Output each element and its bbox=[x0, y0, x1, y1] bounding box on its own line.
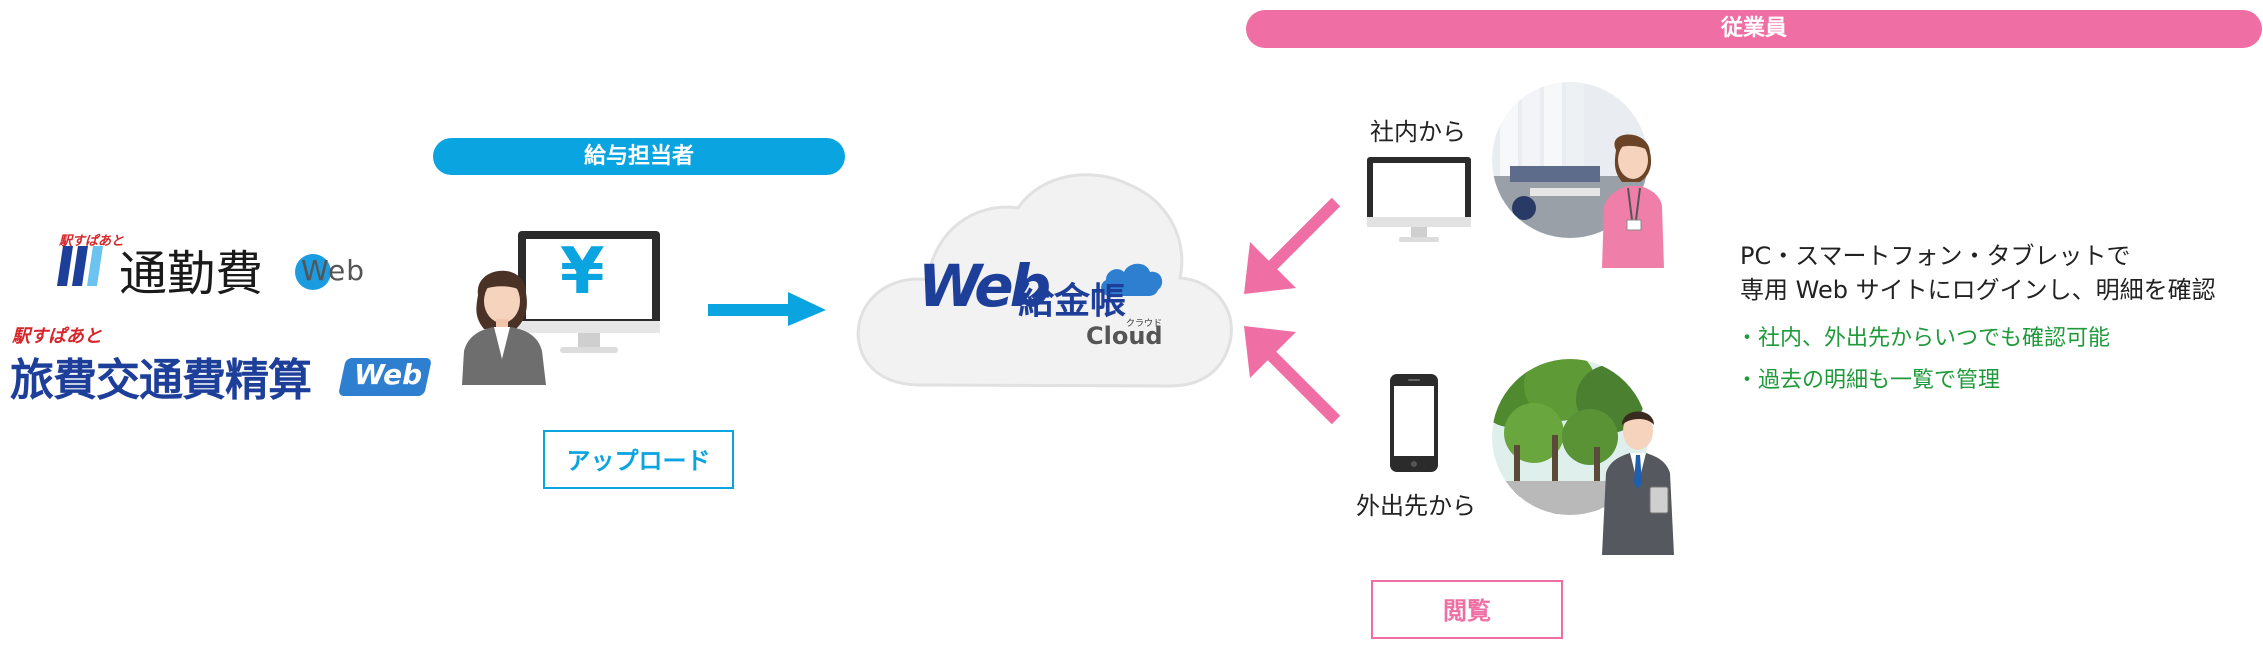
logo-ryohi-web: 駅すぱあと 旅費交通費精算 Web bbox=[10, 322, 433, 406]
logo-name-text: 給金帳 bbox=[1018, 281, 1127, 322]
benefit-item: ・過去の明細も一覧で管理 bbox=[1736, 368, 2001, 393]
ryohi-brand-small: 駅すぱあと bbox=[12, 326, 102, 347]
logo-ruby-text: クラウド bbox=[1126, 319, 1163, 329]
monitor-icon bbox=[518, 231, 660, 353]
pink-arrow-from-outside-icon bbox=[1244, 326, 1341, 425]
outside-worker-photo bbox=[1492, 359, 1674, 555]
employee-header-label: 従業員 bbox=[1720, 16, 1787, 41]
logo-cloud-mark-icon bbox=[1101, 263, 1163, 296]
ryohi-title: 旅費交通費精算 bbox=[10, 355, 312, 406]
upload-arrow-icon bbox=[708, 292, 826, 326]
smartphone-icon bbox=[1390, 374, 1438, 472]
description-line-1: PC・スマートフォン・タブレットで bbox=[1740, 242, 2131, 270]
description-line-2: 専用 Web サイトにログインし、明細を確認 bbox=[1740, 276, 2216, 304]
view-label: 閲覧 bbox=[1371, 580, 1563, 639]
office-worker-photo bbox=[1492, 82, 1664, 268]
payroll-staff-illustration: ¥ bbox=[460, 225, 670, 385]
view-label-text: 閲覧 bbox=[1443, 597, 1491, 625]
cloud-icon bbox=[856, 173, 1233, 388]
tsukin-stripes-icon bbox=[57, 246, 103, 286]
yen-symbol: ¥ bbox=[560, 235, 605, 309]
benefit-item: ・社内、外出先からいつでも確認可能 bbox=[1736, 326, 2111, 351]
ryohi-web-badge-text: Web bbox=[354, 358, 423, 391]
pink-arrow-from-office-icon bbox=[1244, 197, 1341, 294]
payroll-woman-icon bbox=[462, 270, 546, 385]
logo-tsukinhi-web: 駅すぱあと 通勤費 Web bbox=[55, 232, 375, 302]
logo-cloud-text: Cloud bbox=[1086, 322, 1163, 350]
kyukincho-cloud-logo: Web 給金帳 クラウド Cloud bbox=[918, 250, 1188, 350]
from-office-label: 社内から bbox=[1370, 118, 1466, 146]
payroll-staff-header: 給与担当者 bbox=[433, 138, 845, 175]
desktop-pc-icon bbox=[1367, 157, 1471, 242]
logo-web-text: Web bbox=[918, 252, 1051, 320]
from-outside-label: 外出先から bbox=[1356, 492, 1476, 520]
employee-header: 従業員 bbox=[1246, 10, 2262, 48]
tsukin-brand-small: 駅すぱあと bbox=[59, 234, 125, 249]
upload-label: アップロード bbox=[543, 430, 734, 489]
tsukin-web-badge bbox=[295, 254, 331, 290]
payroll-staff-label: 給与担当者 bbox=[583, 144, 694, 169]
upload-label-text: アップロード bbox=[566, 447, 711, 475]
tsukin-web-suffix: Web bbox=[301, 254, 366, 287]
tsukin-title: 通勤費 bbox=[119, 246, 264, 302]
